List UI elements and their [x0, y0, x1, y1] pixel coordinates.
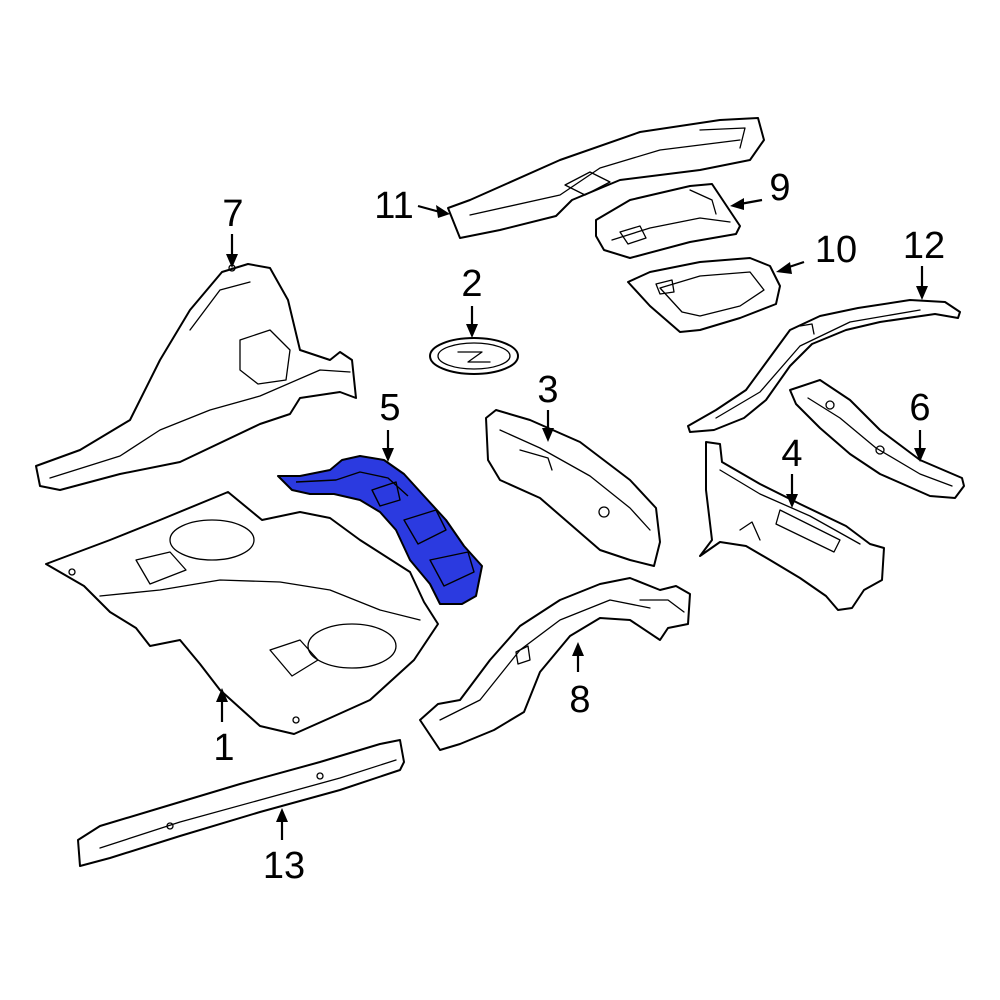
- part-10-tray[interactable]: [627, 257, 781, 333]
- part-9-shelf-panel[interactable]: [595, 183, 741, 259]
- part-6-rear-crossmember[interactable]: [789, 379, 965, 499]
- callout-11: 11: [374, 185, 413, 227]
- leader-13: [276, 808, 288, 840]
- part-1-floor-pan[interactable]: [45, 491, 439, 735]
- leader-11: [417, 204, 450, 218]
- part-7-side-inner-panel[interactable]: [35, 263, 357, 491]
- callout-7: 7: [222, 193, 243, 235]
- part-12-upper-rail[interactable]: [687, 299, 961, 433]
- part-13-rocker-reinforcement[interactable]: [77, 739, 405, 867]
- part-3-rear-bracket[interactable]: [485, 409, 661, 567]
- callout-12: 12: [903, 225, 945, 267]
- callout-13: 13: [263, 845, 305, 887]
- leader-7: [226, 234, 238, 268]
- part-8-wheel-arch[interactable]: [419, 577, 691, 751]
- leader-9: [730, 198, 763, 210]
- leader-3: [542, 410, 554, 442]
- leader-8: [572, 642, 584, 672]
- callout-labels: 7 11 9 10 12 2 3 5 6 4 1 8 13: [213, 167, 945, 887]
- leader-6: [914, 430, 926, 462]
- part-2-emblem-plate[interactable]: [429, 337, 519, 375]
- part-5-wheelhouse-highlighted[interactable]: [277, 455, 483, 605]
- leader-2: [466, 306, 478, 338]
- leader-4: [786, 474, 798, 508]
- callout-1: 1: [213, 727, 234, 769]
- callout-5: 5: [379, 387, 400, 429]
- callout-10: 10: [815, 229, 857, 271]
- leader-12: [916, 266, 928, 300]
- callout-2: 2: [461, 263, 482, 305]
- leader-lines: [216, 198, 928, 840]
- callout-3: 3: [537, 369, 558, 411]
- callout-8: 8: [569, 679, 590, 721]
- callout-4: 4: [781, 433, 802, 475]
- callout-6: 6: [909, 387, 930, 429]
- callout-9: 9: [769, 167, 790, 209]
- leader-1: [216, 688, 228, 722]
- part-11-rear-upper-panel[interactable]: [447, 117, 765, 239]
- part-5-body: [277, 455, 483, 605]
- leader-10: [776, 260, 805, 274]
- leader-5: [382, 430, 394, 462]
- part-4-floor-crossmember[interactable]: [699, 441, 885, 611]
